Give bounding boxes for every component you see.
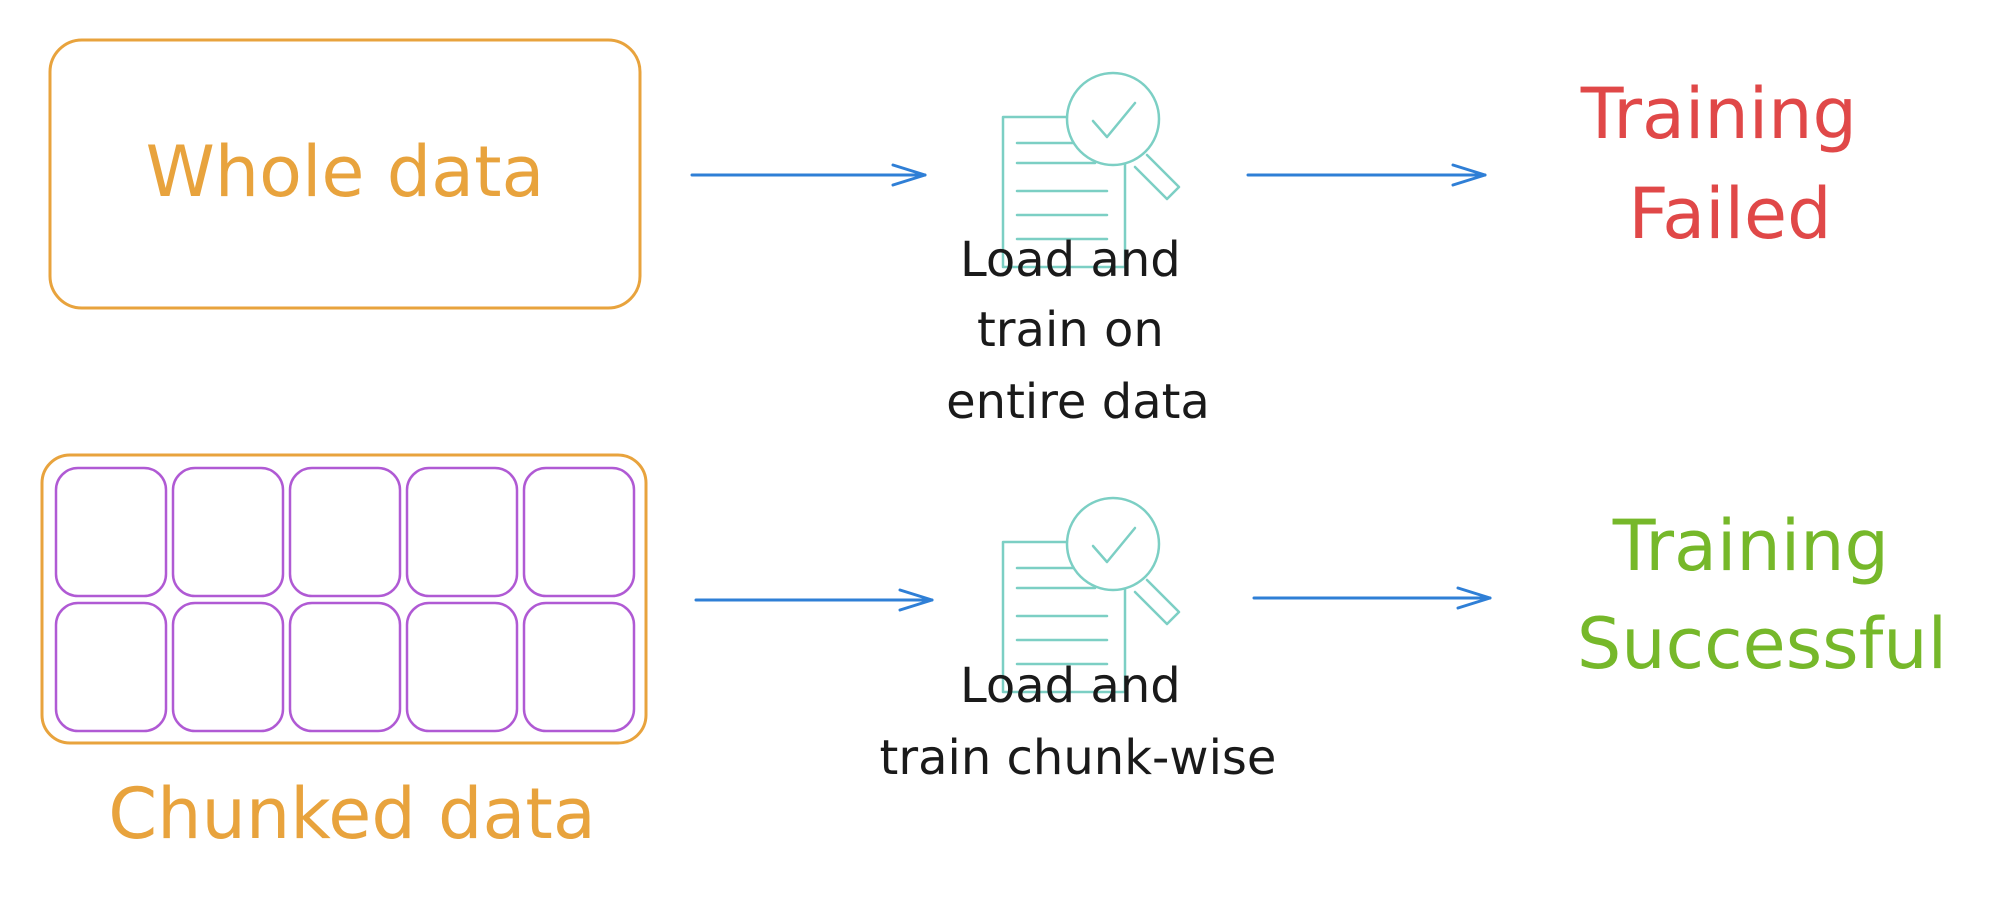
process-label-whole: Load and train on entire data — [946, 232, 1210, 430]
chunk-cell — [171, 601, 285, 733]
row-whole-data: Whole data Load and train on entire data… — [48, 38, 1879, 430]
chunk-cell — [288, 601, 402, 733]
chunk-cell — [522, 601, 636, 733]
chunk-grid — [54, 466, 636, 733]
row-chunked-data: Chunked data Load and train chunk-wise T… — [40, 453, 1947, 855]
chunk-cell — [288, 466, 402, 598]
chunk-cell — [54, 466, 168, 598]
chunk-cell — [405, 601, 519, 733]
document-check-magnifier-icon — [1001, 496, 1181, 694]
chunked-data-label: Chunked data — [108, 773, 595, 855]
result-training-failed: Training Failed — [1580, 73, 1879, 255]
chunked-data-box — [40, 453, 648, 745]
process-label-chunked: Load and train chunk-wise — [880, 658, 1277, 786]
chunk-cell — [171, 466, 285, 598]
document-check-magnifier-icon — [1001, 71, 1181, 269]
whole-data-box — [48, 38, 642, 310]
chunk-cell — [54, 601, 168, 733]
whole-data-label: Whole data — [146, 131, 545, 213]
chunk-cell — [522, 466, 636, 598]
chunk-cell — [405, 466, 519, 598]
result-training-successful: Training Successful — [1577, 505, 1947, 685]
